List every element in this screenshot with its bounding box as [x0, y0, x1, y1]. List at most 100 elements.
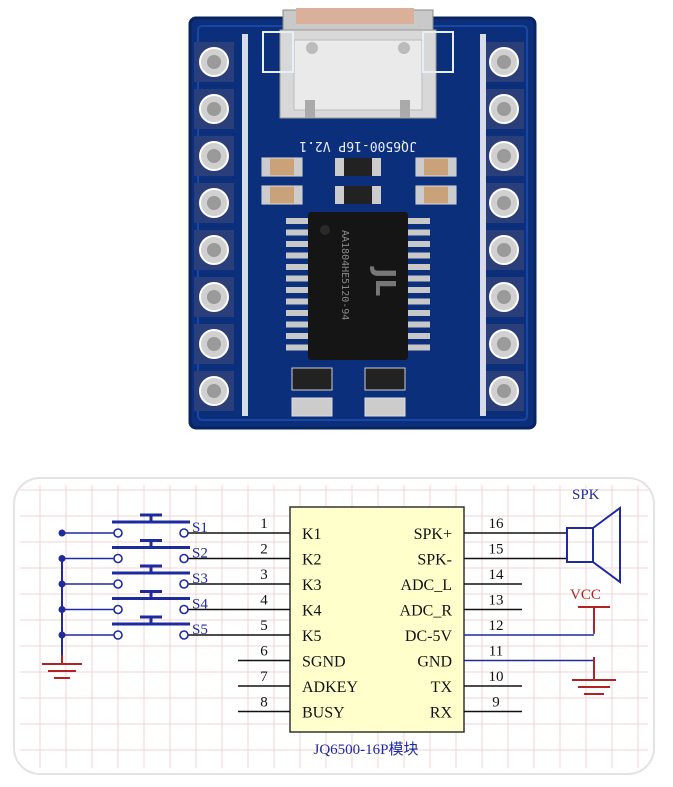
pin-hole: [207, 102, 221, 116]
pin-label: ADC_L: [400, 577, 452, 594]
push-switch-s2: S2: [58, 539, 208, 564]
chip-leg: [406, 287, 430, 293]
chip-leg: [286, 310, 310, 316]
pin-number: 5: [260, 618, 268, 634]
pin-label: DC-5V: [405, 628, 453, 645]
chip-leg: [406, 275, 430, 282]
pin-hole: [497, 102, 511, 116]
ic-chip: AA1804HE5120-94 JL: [286, 212, 430, 360]
pin-hole: [207, 290, 221, 304]
chip-leg: [286, 264, 310, 270]
chip-leg: [406, 298, 430, 305]
chip-leg: [286, 241, 310, 247]
chip-leg: [406, 252, 430, 259]
pin-label: SGND: [302, 654, 346, 671]
chip-leg: [406, 321, 430, 328]
pin-label: K2: [302, 552, 322, 569]
push-switch-s3: S3: [58, 564, 208, 589]
switch-label: S4: [192, 597, 208, 613]
pin-label: SPK-: [417, 552, 452, 569]
pin-label: ADC_R: [400, 603, 453, 620]
switch-label: S3: [192, 571, 208, 587]
pin-label: ADKEY: [302, 679, 358, 696]
chip-leg: [406, 218, 430, 224]
chip-leg: [286, 298, 310, 305]
switch-label: S1: [192, 520, 208, 536]
chip-marking: AA1804HE5120-94: [339, 230, 350, 320]
pin-number: 7: [260, 669, 268, 685]
left-pin-header: [194, 34, 248, 416]
speaker-symbol: [566, 506, 621, 584]
pin-label: K1: [302, 526, 322, 543]
pin-label: RX: [430, 705, 453, 722]
pin-number: 2: [260, 542, 268, 558]
pin-number: 16: [489, 516, 505, 532]
pin-number: 10: [489, 669, 504, 685]
chip-logo: JL: [369, 266, 402, 296]
pin-label: GND: [417, 654, 452, 671]
pin-number: 8: [260, 695, 268, 711]
switch-label: S5: [192, 622, 208, 638]
chip-leg: [286, 275, 310, 282]
pin-hole: [497, 290, 511, 304]
pin-number: 13: [489, 593, 504, 609]
pin-label: BUSY: [302, 705, 345, 722]
pin-hole: [497, 384, 511, 398]
chip-leg: [286, 252, 310, 259]
smd-components: [261, 157, 457, 417]
push-switch-s1: S1: [58, 513, 208, 538]
chip-leg: [286, 321, 310, 328]
pin-number: 4: [260, 593, 268, 609]
module-body: [289, 506, 465, 733]
pin-label: K4: [302, 603, 322, 620]
pin-number: 3: [260, 567, 268, 583]
push-switch-s4: S4: [58, 590, 208, 615]
pin-hole: [207, 337, 221, 351]
pin-number: 6: [260, 644, 268, 660]
pin-hole: [497, 337, 511, 351]
pin-hole: [207, 149, 221, 163]
chip-leg: [286, 287, 310, 293]
chip-leg: [286, 229, 310, 236]
pin-hole: [497, 55, 511, 69]
switch-label: S2: [192, 546, 208, 562]
silkscreen-title: JQ6500-16P V2.1: [299, 138, 416, 153]
chip-leg: [406, 333, 430, 339]
chip-leg: [286, 344, 310, 351]
pin-number: 9: [492, 695, 500, 711]
pin-number: 12: [489, 618, 504, 634]
vcc-label: VCC: [570, 587, 601, 603]
chip-leg: [286, 333, 310, 339]
pin-label: SPK+: [414, 526, 452, 543]
pin-hole: [497, 243, 511, 257]
chip-leg: [406, 264, 430, 270]
ground-symbol-left: [42, 655, 82, 679]
ground-symbol-right: [572, 657, 616, 695]
pin-hole: [207, 243, 221, 257]
chip-leg: [406, 229, 430, 236]
pin-number: 14: [489, 567, 505, 583]
pin-label: K5: [302, 628, 322, 645]
pin-hole: [207, 55, 221, 69]
module-title: JQ6500-16P模块: [313, 741, 418, 758]
push-switch-s5: S5: [58, 615, 208, 640]
usb-connector: [279, 8, 437, 119]
right-pin-header: [480, 34, 524, 416]
chip-leg: [406, 241, 430, 247]
chip-leg: [286, 218, 310, 224]
pin-hole: [207, 196, 221, 210]
pin-label: TX: [431, 679, 453, 696]
pin-number: 1: [260, 516, 268, 532]
right-pins: 16SPK+15SPK-14ADC_L13ADC_R12DC-5V11GND10…: [400, 516, 595, 722]
pin-label: K3: [302, 577, 322, 594]
vcc-symbol: [578, 606, 610, 632]
pin-hole: [497, 196, 511, 210]
pin-hole: [207, 384, 221, 398]
chip-leg: [406, 344, 430, 351]
pin-number: 11: [489, 644, 503, 660]
junction-dot: [58, 529, 66, 537]
